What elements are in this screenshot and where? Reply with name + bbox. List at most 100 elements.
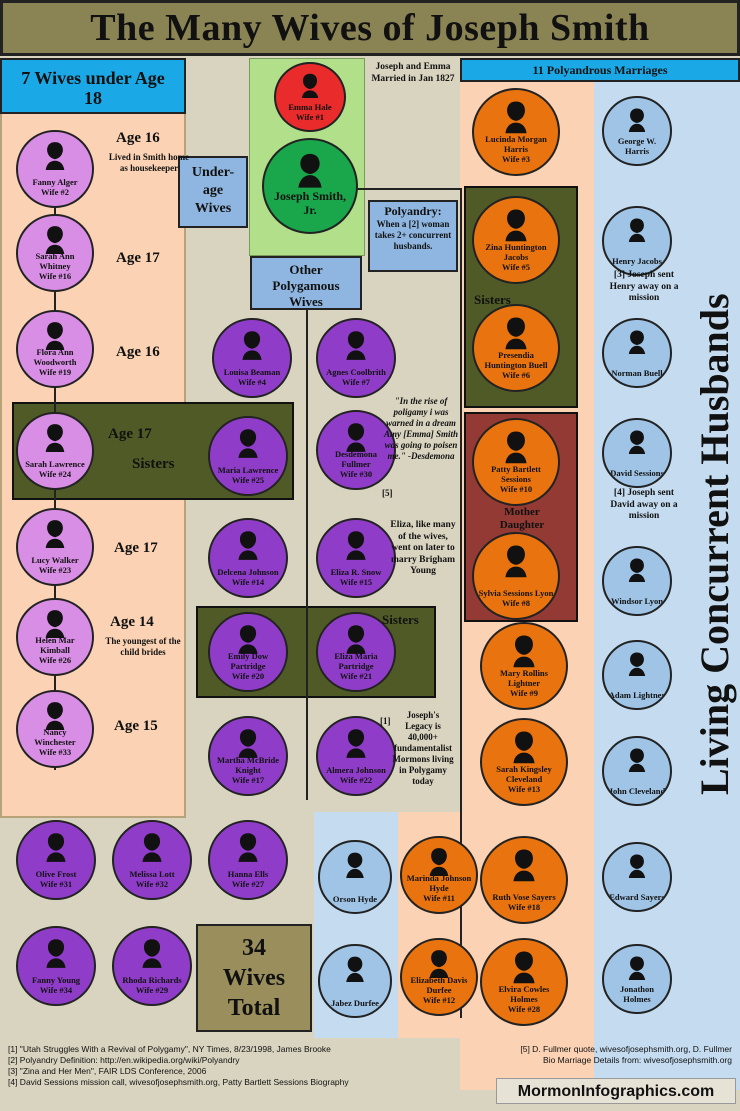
wife-number: Wife #6 xyxy=(502,369,530,380)
man-silhouette-icon xyxy=(628,652,646,677)
wife-number: Wife #17 xyxy=(231,774,265,785)
wife-name: Fanny Alger xyxy=(32,177,78,188)
wife-name: Fanny Young xyxy=(31,974,81,985)
woman-silhouette-icon xyxy=(45,424,65,453)
woman-silhouette-icon xyxy=(513,635,535,668)
concurrent-husband-node: Windsor Lyon xyxy=(602,546,672,616)
emma-wife-number: Wife #1 xyxy=(296,112,324,123)
wife-number: Wife #3 xyxy=(502,153,530,164)
wife-name: Lucy Walker xyxy=(31,555,79,566)
wife-number: Wife #16 xyxy=(38,271,72,282)
eliza-note: Eliza, like many of the wives, went on l… xyxy=(390,520,456,576)
woman-silhouette-icon xyxy=(346,728,366,758)
wife-name: Melissa Lott xyxy=(129,868,175,879)
woman-silhouette-icon xyxy=(505,545,527,578)
wife-name: Presendia Huntington Buell xyxy=(484,349,548,370)
man-silhouette-icon xyxy=(298,154,322,188)
wife-name: Louisa Beaman xyxy=(223,366,281,377)
wife-name: Sarah Ann Whitney xyxy=(35,251,75,272)
wife-name: Sarah Kingsley Cleveland xyxy=(496,763,552,784)
wife-number: Wife #2 xyxy=(41,187,69,198)
sisters-label-partridge: Sisters xyxy=(382,612,419,627)
wife-number: Wife #21 xyxy=(339,670,373,681)
wife-name: Eliza R. Snow xyxy=(330,566,382,577)
page-title: The Many Wives of Joseph Smith xyxy=(0,0,740,56)
woman-silhouette-icon xyxy=(242,330,262,360)
wife-number: Wife #24 xyxy=(38,469,72,480)
reference-3: [3] "Zina and Her Men", FAIR LDS Confere… xyxy=(8,1066,207,1076)
age-label: Age 15 xyxy=(114,718,158,734)
wife-number: Wife #25 xyxy=(231,474,265,485)
wife-name: Lucinda Morgan Harris xyxy=(485,133,547,154)
wife-name: Rhoda Richards xyxy=(122,974,182,985)
woman-silhouette-icon xyxy=(301,73,319,99)
wife-number: Wife #28 xyxy=(507,1003,541,1014)
wife-number: Wife #12 xyxy=(422,995,456,1006)
age-label: Age 16 xyxy=(116,344,160,360)
wife-name: Desdemona Fullmer xyxy=(334,448,378,469)
woman-silhouette-icon xyxy=(429,950,449,979)
polyandry-title: Polyandry: xyxy=(384,204,442,218)
wife-name: Flora Ann Woodworth xyxy=(33,347,77,368)
woman-silhouette-icon xyxy=(46,938,66,968)
wife-number: Wife #18 xyxy=(507,901,541,912)
wife-number: Wife #31 xyxy=(39,878,73,889)
man-silhouette-icon xyxy=(628,956,646,981)
woman-silhouette-icon xyxy=(505,431,527,464)
concurrent-husband-node: Henry Jacobs xyxy=(602,206,672,276)
other-wives-box: Other Polygamous Wives xyxy=(250,256,362,310)
wife-name: Mary Rollins Lightner xyxy=(500,667,548,688)
concurrent-husband-node: Norman Buell xyxy=(602,318,672,388)
wife-name: Ruth Vose Sayers xyxy=(492,891,556,902)
concurrent-husband-node: Jabez Durfee xyxy=(318,944,392,1018)
wife-name: George W. Harris xyxy=(617,136,657,157)
wife-name: Sylvia Sessions Lyon xyxy=(478,587,554,598)
david-note: [4] Joseph sent David away on a mission xyxy=(610,488,678,521)
concurrent-husband-node: Orson Hyde xyxy=(318,840,392,914)
legacy-note: Joseph's Legacy is 40,000+ fundamentalis… xyxy=(392,710,454,786)
man-silhouette-icon xyxy=(346,956,364,983)
wife-name: Elizabeth Davis Durfee xyxy=(410,975,468,996)
wife-number: Wife #30 xyxy=(339,468,373,479)
concurrent-husband-node: Adam Lightner xyxy=(602,640,672,710)
wife-name: Zina Huntington Jacobs xyxy=(485,241,547,262)
woman-silhouette-icon xyxy=(238,832,258,862)
wife-name: Marinda Johnson Hyde xyxy=(406,873,472,894)
wife-name: Almera Johnson xyxy=(326,764,386,775)
brand-logo: MormonInfographics.com xyxy=(496,1078,736,1104)
woman-silhouette-icon xyxy=(46,832,66,862)
wife-number: Wife #7 xyxy=(342,376,370,387)
wife-number: Wife #15 xyxy=(339,576,373,587)
woman-silhouette-icon xyxy=(142,832,162,862)
woman-silhouette-icon xyxy=(45,226,65,255)
woman-silhouette-icon xyxy=(505,209,527,242)
wife-number: Wife #11 xyxy=(423,893,455,904)
wife-name: Maria Lawrence xyxy=(217,464,279,475)
desdemona-quote: "In the rise of poligamy i was warned in… xyxy=(383,396,458,461)
man-silhouette-icon xyxy=(346,852,364,879)
wife-number: Wife #10 xyxy=(499,483,533,494)
connector-center-vertical xyxy=(306,300,308,800)
woman-silhouette-icon xyxy=(346,330,366,360)
woman-silhouette-icon xyxy=(45,142,65,171)
woman-silhouette-icon xyxy=(513,849,535,882)
wife-name: Orson Hyde xyxy=(332,893,378,904)
wife-name: Sarah Lawrence xyxy=(25,459,85,470)
wife-name: Hanna Ells xyxy=(227,868,269,879)
wife-number: Wife #29 xyxy=(135,984,169,995)
woman-silhouette-icon xyxy=(238,624,258,654)
